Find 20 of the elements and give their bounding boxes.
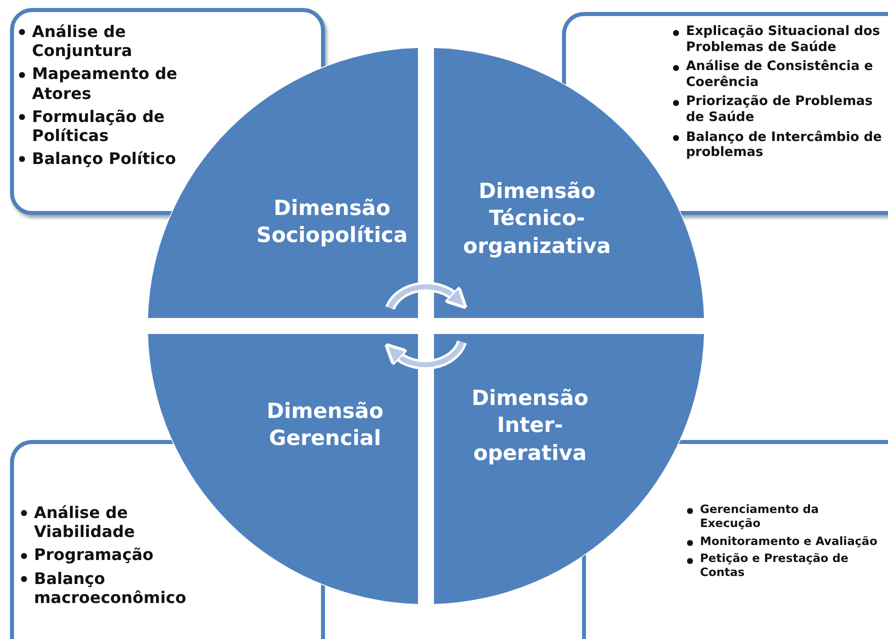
cycle-arrow bbox=[385, 282, 468, 310]
list-item-text: Petição e Prestação de Contas bbox=[700, 551, 848, 580]
list-item-text: Análise de Conjuntura bbox=[32, 22, 132, 60]
segment-title: Dimensão Inter-operativa bbox=[470, 385, 590, 467]
segment-title: Dimensão Sociopolítica bbox=[255, 195, 409, 250]
list-item-text: Análise de Consistência e Coerência bbox=[686, 59, 873, 90]
list-item-text: Balanço Político bbox=[32, 149, 176, 168]
list-item-text: Priorização de Problemas de Saúde bbox=[686, 94, 873, 125]
cycle-arrow bbox=[384, 340, 467, 370]
list-item-text: Balanço macroeconômico bbox=[34, 568, 186, 607]
list-item-text: Gerenciamento da Execução bbox=[700, 502, 819, 530]
list-item-text: Análise de Viabilidade bbox=[34, 503, 135, 542]
segment-title: Dimensão Gerencial bbox=[266, 398, 384, 452]
list-item-text: Monitoramento e Avaliação bbox=[700, 534, 878, 548]
segment-title: Dimensão Técnico-organizativa bbox=[462, 178, 612, 260]
list-item-text: Formulação de Políticas bbox=[32, 106, 165, 145]
list-item-text: Explicação Situacional dos Problemas de Saúde bbox=[686, 24, 880, 55]
list-item-text: Mapeamento de Atores bbox=[32, 64, 178, 103]
list-item-text: Programação bbox=[34, 545, 154, 564]
list-item-text: Balanço de Intercâmbio de problemas bbox=[686, 130, 882, 160]
